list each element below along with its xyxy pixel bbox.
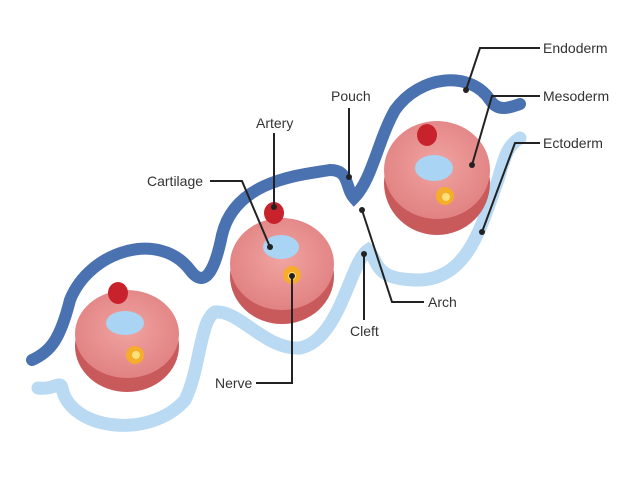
ectoderm-leader (481, 142, 540, 233)
nerve-highlight (442, 193, 450, 201)
label-artery: Artery (256, 115, 293, 131)
pharyngeal-arch-2 (230, 202, 334, 324)
endoderm-layer (26, 74, 526, 366)
label-arch: Arch (428, 294, 457, 310)
mesoderm-leader (471, 95, 540, 166)
cartilage (106, 311, 144, 335)
label-pouch: Pouch (331, 88, 371, 104)
label-nerve: Nerve (215, 375, 253, 391)
cartilage (263, 235, 299, 259)
label-ectoderm: Ectoderm (543, 135, 603, 151)
leader-lines (210, 47, 540, 384)
label-cleft: Cleft (350, 323, 379, 339)
artery (108, 282, 128, 304)
mesoderm-disc-top (230, 218, 334, 310)
label-endoderm: Endoderm (543, 40, 608, 56)
label-mesoderm: Mesoderm (543, 88, 609, 104)
pharyngeal-arch-1 (75, 282, 179, 392)
artery (264, 202, 284, 224)
label-cartilage: Cartilage (147, 173, 203, 189)
arch-leader (361, 209, 424, 303)
cartilage (415, 155, 453, 181)
nerve-leader (256, 276, 293, 384)
endoderm-leader (465, 47, 540, 91)
nerve-highlight (132, 351, 140, 359)
artery (417, 124, 437, 146)
ectoderm-layer (31, 131, 527, 432)
cartilage-leader (210, 180, 271, 248)
pharyngeal-arch-3 (384, 121, 490, 235)
